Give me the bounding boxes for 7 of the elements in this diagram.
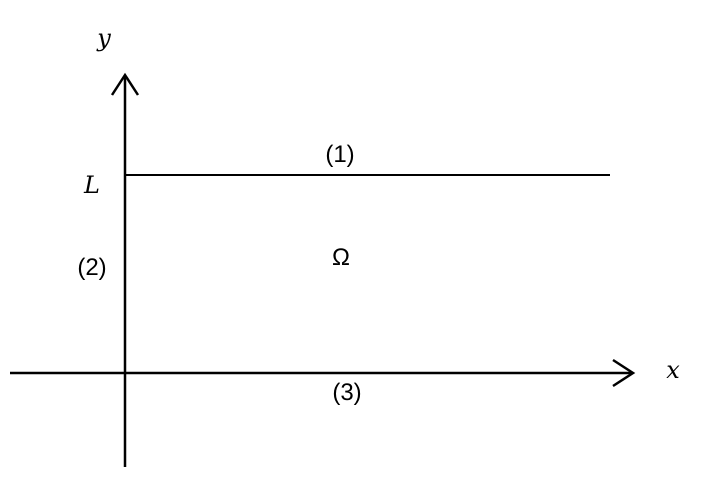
boundary-label: (2)	[77, 256, 107, 280]
boundary-label: (1)	[325, 143, 355, 167]
boundary-label: (3)	[332, 381, 362, 405]
axis-label: x	[666, 358, 680, 382]
axis-label: y	[97, 26, 111, 50]
domain-label: Ω	[332, 246, 350, 270]
height-label: L	[84, 173, 100, 197]
